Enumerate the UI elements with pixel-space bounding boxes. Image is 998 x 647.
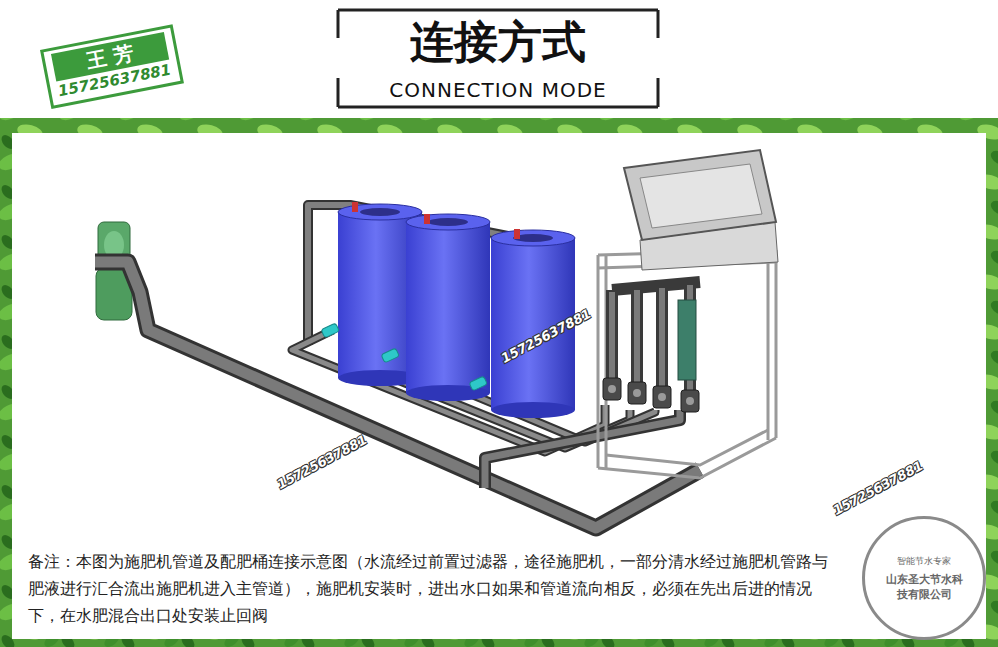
machine-valves: [603, 378, 699, 412]
pipe-edge: [485, 410, 680, 488]
tank-lid: [360, 208, 400, 216]
leaf-border: [0, 118, 998, 647]
tank-top: [338, 204, 422, 220]
valve-handles: [608, 385, 694, 405]
fertilizer-machine: [598, 150, 778, 478]
tank-valve: [381, 348, 399, 363]
note-caption: 备注：本图为施肥机管道及配肥桶连接示意图（水流经过前置过滤器，途径施肥机，一部分…: [28, 548, 840, 629]
subtitle: CONNECTION MODE: [340, 78, 656, 102]
tank-top: [491, 230, 575, 246]
valve-handle: [686, 397, 694, 405]
node-text: 山东圣大节水科技有限公司: [881, 572, 967, 602]
company-seal: 智能节水专家山东圣大节水科技有限公司: [862, 516, 986, 640]
title-frame: [338, 10, 658, 107]
frame-post: [768, 250, 776, 440]
injector-pump: [678, 300, 696, 380]
tank-valve: [321, 323, 339, 338]
frame-line: [338, 9, 658, 12]
node-heading: 智能节水专家: [881, 555, 967, 568]
valve: [603, 378, 621, 400]
valve-handle: [608, 385, 616, 393]
lid-panel: [640, 164, 762, 228]
frame-base: [606, 430, 768, 465]
inlet-nozzle: [352, 202, 358, 212]
tank-lid: [428, 218, 468, 226]
valve: [681, 390, 699, 412]
inlet-nozzle: [514, 229, 520, 239]
tank: [381, 214, 490, 401]
frame-post: [598, 255, 606, 470]
tank-valve: [469, 376, 487, 391]
cabinet-lid: [624, 150, 776, 240]
tank-top: [406, 214, 490, 230]
frame-line: [338, 106, 658, 109]
frame-line: [337, 10, 340, 107]
inlet-nozzle: [424, 214, 430, 224]
page-title: 连接方式: [340, 16, 656, 68]
valve: [653, 386, 671, 408]
machine-frame: [598, 250, 776, 478]
pipe-body: [485, 410, 680, 488]
valve-handle: [633, 389, 641, 397]
valve-handle: [658, 393, 666, 401]
tank-side: [406, 222, 490, 393]
white-panel: [12, 133, 986, 639]
valve: [628, 382, 646, 404]
frame-line: [657, 10, 660, 107]
riser-pipe: [659, 288, 665, 402]
tank-bottom: [491, 402, 575, 418]
